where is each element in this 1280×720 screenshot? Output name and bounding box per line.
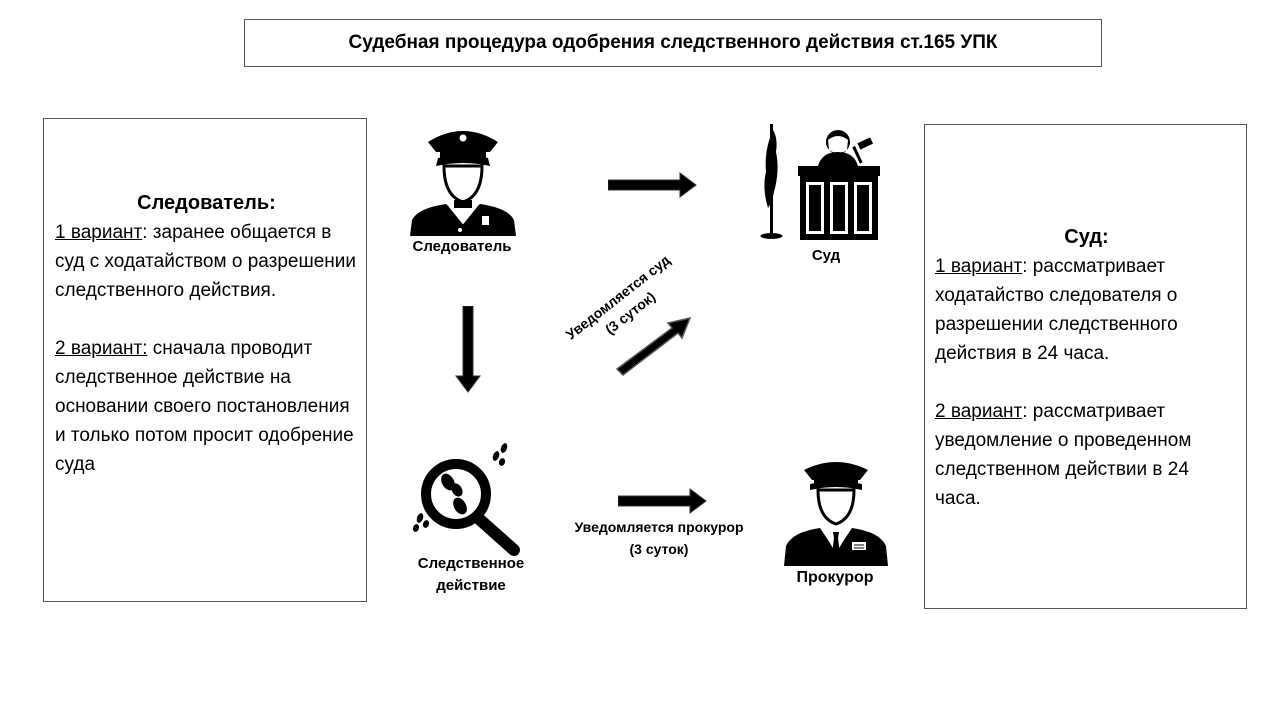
- investigator-variant-1: 1 вариант: заранее общается в суд с хода…: [55, 218, 358, 305]
- variant-2-label: 2 вариант:: [55, 338, 148, 359]
- investigative-action-line-2: действие: [436, 577, 506, 594]
- prosecutor-icon: [784, 462, 888, 566]
- magnifier-footprints-icon: [412, 443, 520, 556]
- investigator-label: Следователь: [412, 238, 512, 255]
- court-panel-heading: Суд:: [1064, 226, 1109, 248]
- investigative-action-line-1: Следственное: [417, 555, 525, 572]
- police-officer-icon: [410, 131, 516, 236]
- prosecutor-notified-label: Уведомляется прокурор (3 суток): [556, 516, 762, 560]
- court-panel: Суд: 1 вариант: рассматривает ходатайств…: [924, 124, 1247, 609]
- prosecutor-label: Прокурор: [796, 569, 874, 586]
- investigator-variant-2: 2 вариант: сначала проводит следственное…: [55, 334, 358, 479]
- diagram-title: Судебная процедура одобрения следственно…: [244, 19, 1102, 67]
- court-label: Суд: [811, 247, 841, 264]
- investigative-action-label: Следственное действие: [404, 553, 538, 597]
- variant-2-text: сначала проводит следственное действие н…: [55, 338, 354, 475]
- judge-icon: [760, 124, 880, 240]
- arrow-investigator-to-action: [455, 306, 481, 393]
- variant-2-text: : рассматривает уведомление о проведенно…: [935, 401, 1192, 509]
- variant-2-label: 2 вариант: [935, 401, 1023, 422]
- variant-1-text: : рассматривает ходатайство следователя …: [935, 256, 1178, 364]
- court-variant-2: 2 вариант: рассматривает уведомление о п…: [935, 397, 1238, 513]
- arrow-investigator-to-court: [608, 172, 697, 198]
- prosecutor-notified-line-1: Уведомляется прокурор: [574, 519, 744, 535]
- title-text: Судебная процедура одобрения следственно…: [348, 32, 998, 53]
- arrow-action-to-court: [615, 316, 692, 376]
- variant-1-label: 1 вариант: [935, 256, 1023, 277]
- prosecutor-notified-line-2: (3 суток): [629, 541, 689, 557]
- investigator-panel: Следователь: 1 вариант: заранее общается…: [43, 118, 367, 602]
- arrow-action-to-prosecutor: [618, 488, 707, 514]
- variant-1-text: : заранее общается в суд с ходатайством …: [55, 222, 356, 301]
- court-variant-1: 1 вариант: рассматривает ходатайство сле…: [935, 252, 1238, 368]
- investigator-panel-heading: Следователь:: [137, 192, 276, 214]
- variant-1-label: 1 вариант: [55, 222, 143, 243]
